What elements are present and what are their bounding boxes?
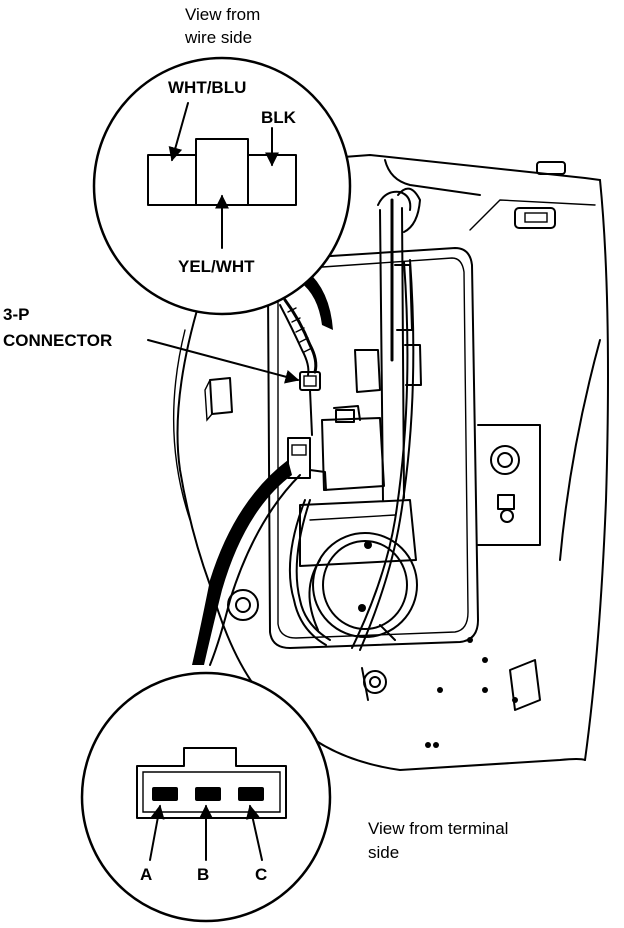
- connector-leader: [147, 339, 300, 384]
- wire-color-yel-wht: YEL/WHT: [178, 257, 255, 276]
- terminal-b-label: B: [197, 865, 209, 884]
- harness-callout-bottom: [192, 460, 292, 665]
- connector-label-line1: 3-P: [3, 305, 29, 324]
- wire-side-caption-line1: View from: [185, 5, 260, 24]
- wire-harness: [279, 298, 318, 376]
- harness-callout-top: [300, 270, 333, 330]
- 3p-connector: [299, 371, 321, 436]
- terminal-side-caption-line2: side: [368, 843, 399, 862]
- terminal-side-view: [80, 671, 332, 923]
- window-motor: [288, 259, 418, 651]
- door-cutout: [267, 247, 479, 649]
- terminal-a-blade: [152, 787, 178, 801]
- connector-label-line2: CONNECTOR: [3, 331, 112, 350]
- terminal-c-label: C: [255, 865, 267, 884]
- wire-color-wht-blu: WHT/BLU: [168, 78, 246, 97]
- wire-color-blk: BLK: [261, 108, 297, 127]
- window-regulator-rail: [354, 187, 422, 501]
- motor-connector: [287, 437, 327, 491]
- wire-side-caption-line2: wire side: [184, 28, 252, 47]
- terminal-b-blade: [195, 787, 221, 801]
- terminal-c-blade: [238, 787, 264, 801]
- terminal-a-label: A: [140, 865, 152, 884]
- terminal-side-caption-line1: View from terminal: [368, 819, 508, 838]
- wire-side-view: [92, 56, 352, 316]
- door-panel: [172, 154, 609, 771]
